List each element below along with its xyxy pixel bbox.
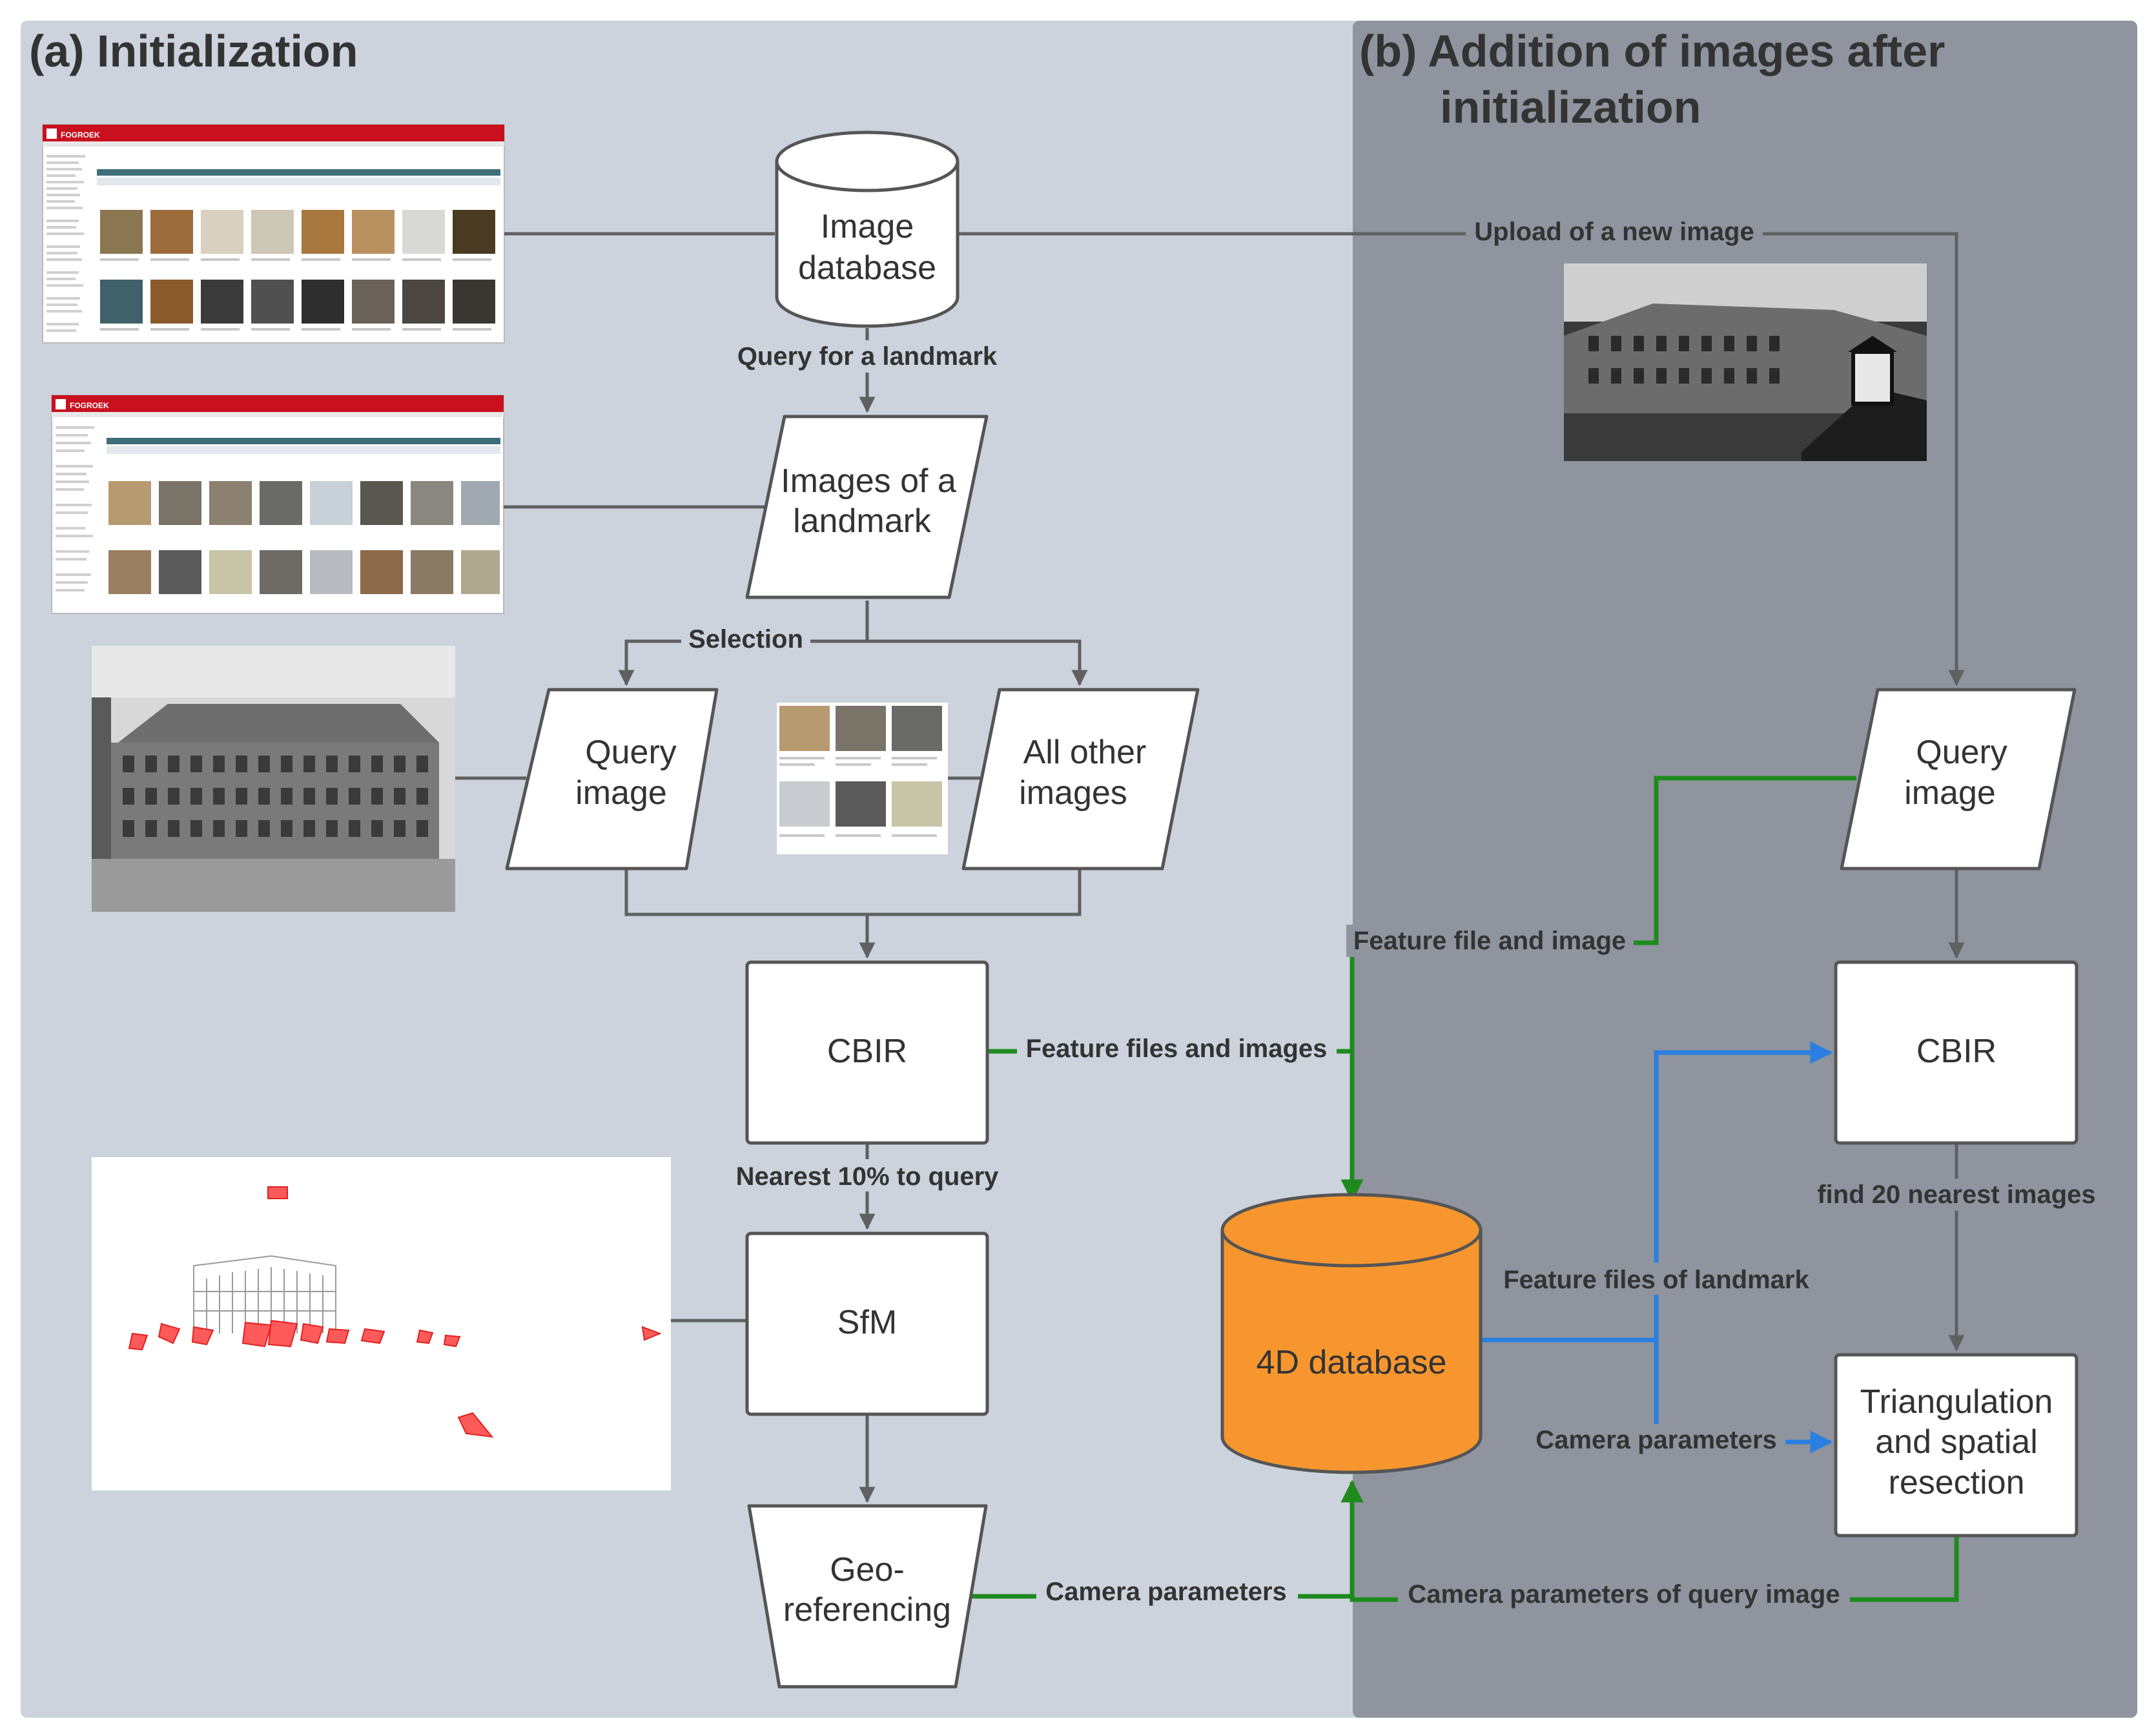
- website-logo-1: FOGROEK: [61, 130, 100, 139]
- node-triangulation-line2: and spatial: [1875, 1423, 2038, 1461]
- edge-label-camera-parameters-b: Camera parameters: [1535, 1426, 1777, 1454]
- node-georeferencing[interactable]: Geo- referencing: [747, 1504, 988, 1689]
- other-images-thumbnails: [777, 703, 948, 854]
- node-4d-database[interactable]: 4D database: [1220, 1193, 1483, 1474]
- node-cbir-a-label: CBIR: [827, 1033, 907, 1070]
- node-query-image-b-line2: image: [1904, 774, 1996, 812]
- panel-b-title-line2: initialization: [1440, 82, 1701, 132]
- node-sfm[interactable]: SfM: [745, 1231, 989, 1416]
- node-image-database-line2: database: [798, 249, 936, 287]
- edge-label-find-20-nearest: find 20 nearest images: [1817, 1180, 2095, 1209]
- website-logo-2: FOGROEK: [70, 401, 109, 410]
- node-all-other-images-line1: All other: [1023, 734, 1147, 771]
- panel-a-title: (a) Initialization: [29, 26, 358, 76]
- edge-label-query-for-landmark: Query for a landmark: [737, 342, 998, 371]
- node-images-of-landmark[interactable]: Images of a landmark: [745, 415, 989, 599]
- node-triangulation-line1: Triangulation: [1860, 1383, 2053, 1421]
- query-image-photo: [92, 646, 455, 912]
- node-images-of-landmark-line1: Images of a: [781, 462, 956, 500]
- node-image-database-line1: Image: [821, 208, 914, 245]
- node-images-of-landmark-line2: landmark: [793, 502, 932, 540]
- edge-label-camera-parameters-a: Camera parameters: [1045, 1578, 1287, 1606]
- node-triangulation-line3: resection: [1889, 1464, 2025, 1501]
- edge-label-feature-files-and-images: Feature files and images: [1026, 1035, 1328, 1063]
- node-query-image-b-line1: Query: [1916, 734, 2007, 771]
- node-cbir-b[interactable]: CBIR: [1834, 960, 2079, 1145]
- edge-label-feature-file-and-image: Feature file and image: [1353, 927, 1626, 955]
- node-georeferencing-line1: Geo-: [830, 1551, 905, 1589]
- node-4d-database-label: 4D database: [1257, 1344, 1447, 1381]
- node-cbir-a[interactable]: CBIR: [745, 960, 989, 1145]
- edge-label-selection: Selection: [688, 625, 803, 654]
- node-all-other-images[interactable]: All other images: [961, 688, 1200, 870]
- node-query-image-b[interactable]: Query image: [1840, 688, 2077, 870]
- node-query-image-a-line2: image: [575, 774, 667, 812]
- new-image-photo: [1564, 263, 1927, 461]
- node-query-image-a-line1: Query: [585, 734, 677, 771]
- website-screenshot-2: FOGROEK: [51, 395, 504, 614]
- website-screenshot-1: FOGROEK: [42, 124, 505, 344]
- node-triangulation[interactable]: Triangulation and spatial resection: [1834, 1353, 2079, 1538]
- node-image-database[interactable]: Image database: [775, 130, 960, 328]
- node-georeferencing-line2: referencing: [783, 1591, 951, 1629]
- node-all-other-images-line2: images: [1019, 774, 1127, 812]
- edge-label-feature-files-of-landmark: Feature files of landmark: [1503, 1266, 1809, 1294]
- panel-b-title-line1: (b) Addition of images after: [1359, 26, 1945, 76]
- thumbnail-connectors: [455, 232, 981, 1323]
- edge-label-camera-parameters-of-query: Camera parameters of query image: [1408, 1580, 1840, 1609]
- edge-label-upload-new-image: Upload of a new image: [1474, 218, 1754, 246]
- node-query-image-a[interactable]: Query image: [505, 688, 719, 870]
- node-cbir-b-label: CBIR: [1916, 1033, 1997, 1070]
- edge-label-nearest-10: Nearest 10% to query: [736, 1162, 1000, 1191]
- sfm-point-cloud: [92, 1157, 671, 1490]
- node-sfm-label: SfM: [837, 1304, 897, 1341]
